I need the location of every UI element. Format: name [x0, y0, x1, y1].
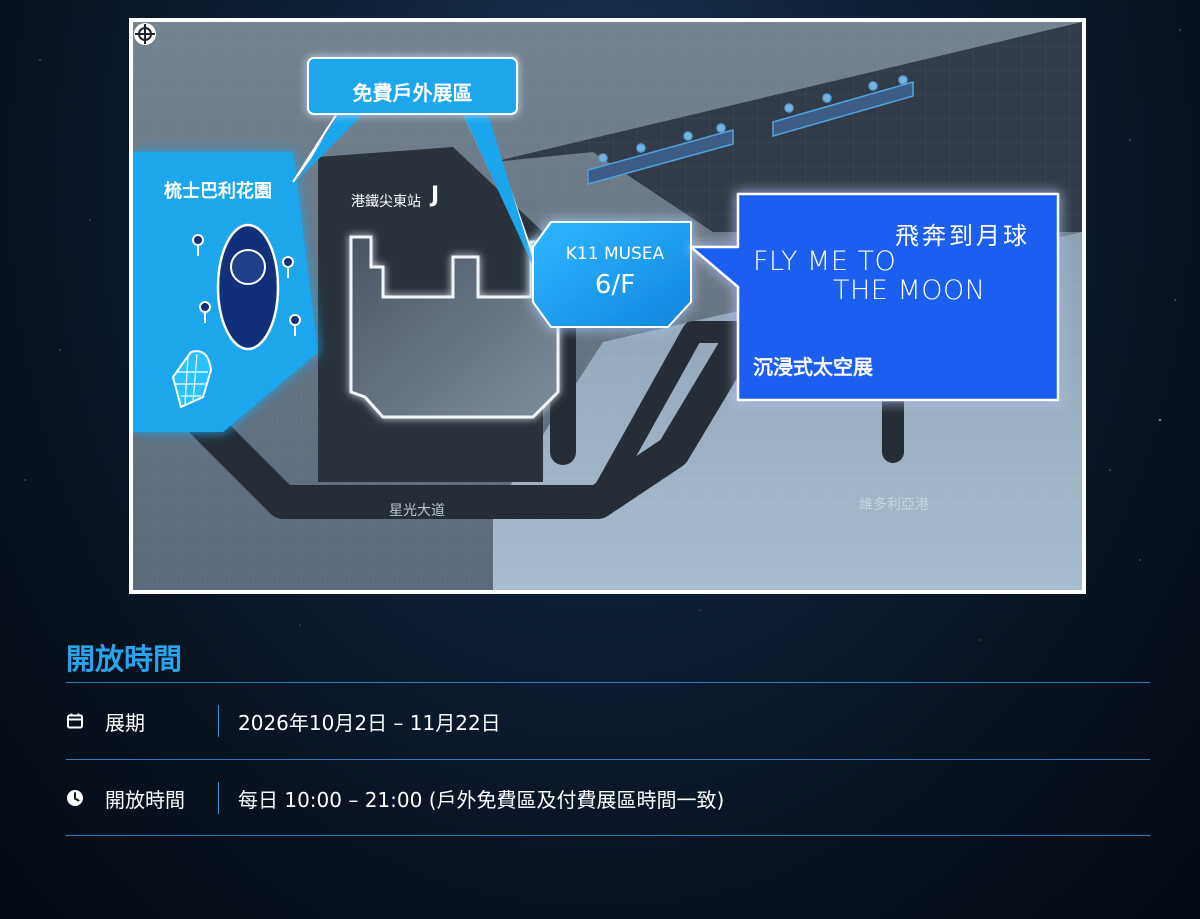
- promo-subtitle: 沉浸式太空展: [753, 355, 873, 379]
- promo-title-zh: 飛奔到月球: [895, 222, 1030, 250]
- outdoor-pointer-left: [298, 114, 363, 180]
- floor-label: 6/F: [594, 270, 636, 300]
- harbour-label: 維多利亞港: [859, 497, 929, 513]
- k11-box: [532, 221, 692, 328]
- period-separator: [218, 705, 219, 737]
- outdoor-zone-box: [307, 57, 518, 115]
- gardens-label: 梳士巴利花園: [164, 181, 272, 202]
- divider-top: [66, 682, 1150, 683]
- station-label: 港鐵尖東站: [351, 194, 421, 210]
- exhibition-period-row: 展期 2026年10月2日 – 11月22日: [66, 683, 1150, 759]
- station-logo-text: J: [431, 183, 440, 208]
- divider-bottom: [66, 835, 1150, 836]
- promo-callout: [689, 192, 1060, 402]
- opening-hours-title: 開放時間: [66, 642, 183, 676]
- opening-hours-row: 開放時間 每日 10:00 – 21:00 (戶外免費區及付費展區時間一致): [66, 760, 1150, 836]
- venue-label: K11 MUSEA: [565, 244, 665, 264]
- building-outline: [349, 235, 560, 419]
- divider-middle: [66, 759, 1150, 760]
- pier-markers: [587, 75, 914, 185]
- promo-title-en-line1: FLY ME TO: [753, 246, 897, 277]
- clock-icon: [67, 790, 83, 806]
- promo-title-en-line2: THE MOON: [833, 275, 986, 306]
- venue-map: 梳士巴利花園 港鐵尖東站 J 免費戶外展區 K11 MUSEA 6/F 飛奔到月…: [129, 18, 1086, 594]
- map-graphic: [133, 22, 1082, 590]
- outdoor-zone-label: 免費戶外展區: [352, 81, 473, 105]
- outdoor-pointer-right: [463, 114, 538, 277]
- hours-separator: [218, 782, 219, 814]
- period-label: 展期: [105, 711, 145, 735]
- period-value: 2026年10月2日 – 11月22日: [238, 711, 501, 735]
- gardens-details: [171, 223, 301, 409]
- calendar-icon: [67, 713, 83, 729]
- avenue-label: 星光大道: [389, 503, 445, 519]
- hours-label: 開放時間: [105, 788, 185, 812]
- hours-value: 每日 10:00 – 21:00 (戶外免費區及付費展區時間一致): [238, 788, 725, 812]
- mtr-logo-icon: [134, 23, 156, 45]
